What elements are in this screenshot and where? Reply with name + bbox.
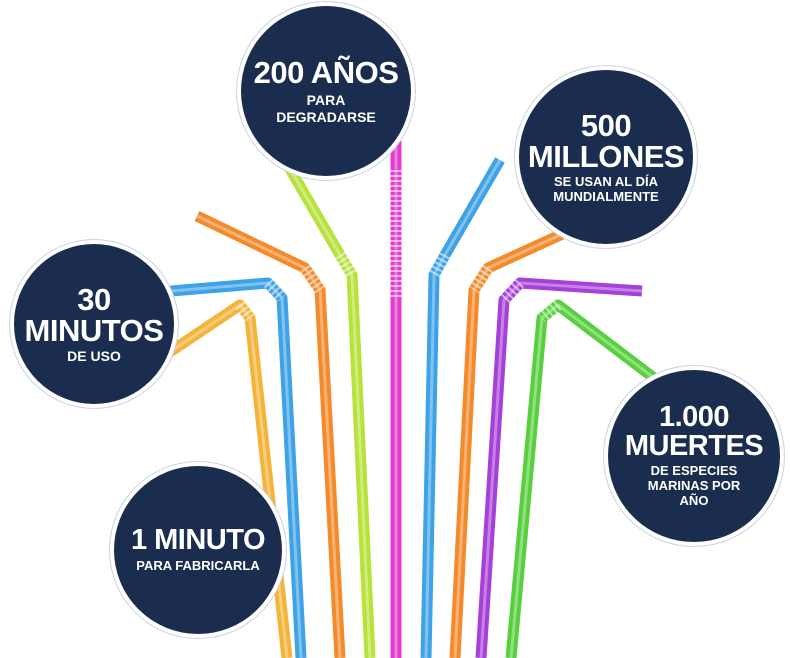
- fact-headline: 500: [580, 107, 632, 143]
- straw-amber: [136, 299, 293, 658]
- fact-detail: DE USO: [67, 347, 121, 364]
- fact-headline: 1.000: [658, 401, 730, 434]
- straw-blue-right: [420, 157, 505, 658]
- straw-green: [505, 299, 658, 658]
- fact-bubble-200-years: 200 AÑOS PARA DEGRADARSE: [237, 2, 415, 180]
- straw-orange-right: [449, 214, 596, 658]
- fact-detail: PARA FABRICARLA: [136, 558, 260, 574]
- fact-detail: MUNDIALMENTE: [553, 188, 659, 204]
- fact-headline: MUERTES: [624, 430, 764, 463]
- fact-detail: DEGRADARSE: [276, 108, 376, 125]
- fact-bubble-1-minute: 1 MINUTO PARA FABRICARLA: [110, 462, 286, 638]
- straw-blue-left: [146, 277, 307, 658]
- fact-detail: SE USAN AL DÍA: [553, 173, 658, 189]
- fact-headline: 1 MINUTO: [130, 524, 266, 557]
- straw-yellow-green: [281, 159, 376, 658]
- fact-headline: MINUTOS: [24, 312, 164, 348]
- fact-bubble-500-million: 500 MILLONES SE USAN AL DÍA MUNDIALMENTE: [515, 66, 697, 248]
- straw-orange-left: [194, 211, 346, 658]
- fact-bubble-30-minutes: 30 MINUTOS DE USO: [10, 240, 178, 408]
- fact-detail: PARA: [306, 92, 346, 109]
- fact-detail: AÑO: [679, 492, 709, 508]
- fact-detail: DE ESPECIES: [650, 463, 738, 479]
- fact-bubble-1000-deaths: 1.000 MUERTES DE ESPECIES MARINAS POR AÑ…: [604, 366, 784, 546]
- straw-purple: [475, 277, 643, 658]
- fact-headline: 200 AÑOS: [253, 55, 399, 91]
- fact-headline: 30: [77, 281, 111, 317]
- fact-detail: MARINAS POR: [647, 478, 741, 494]
- fact-headline: MILLONES: [527, 138, 685, 174]
